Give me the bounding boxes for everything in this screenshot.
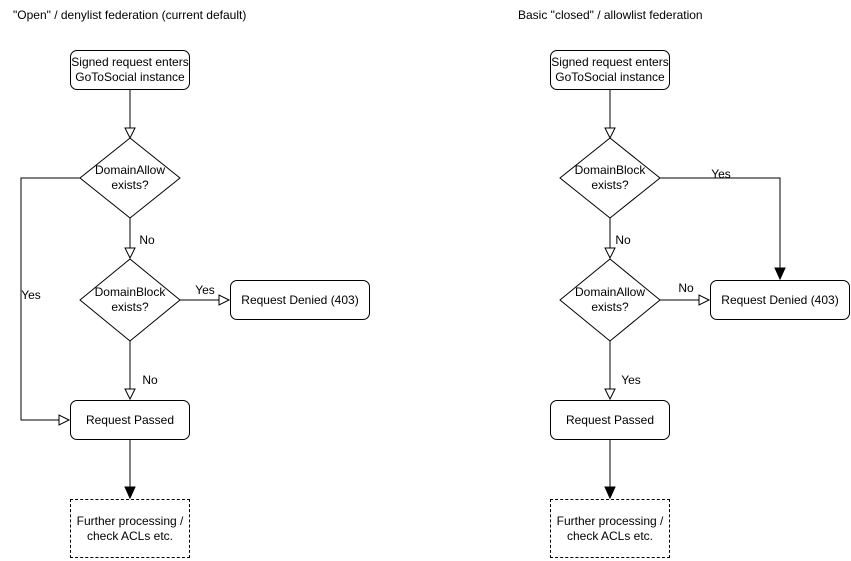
open-start-node: Signed request enters GoToSocial instanc… [70,50,190,90]
open-arrowhead-start-to-domainallow [124,127,136,140]
closed-arrowhead-yes-to-denied [774,267,786,281]
open-further-node: Further processing / check ACLs etc. [70,499,190,558]
closed-decision-domainblock-label: DomainBlock exists? [574,163,646,192]
open-decision-domainblock-label: DomainBlock exists? [94,285,166,314]
closed-label-yes-domainblock: Yes [711,167,731,181]
open-label-yes-domainblock: Yes [195,283,215,297]
closed-edge-yes-to-denied [660,177,781,269]
open-arrowhead-passed-to-further [124,486,136,500]
closed-label-no-domainblock: No [615,233,631,247]
closed-arrowhead-domainblock-to-domainallow [604,247,616,260]
open-label-no-domainallow: No [139,233,155,247]
open-label-yes-domainallow: Yes [21,288,41,302]
closed-label-yes-domainallow: Yes [621,373,641,387]
closed-arrowhead-yes-to-passed [604,388,616,401]
open-decision-domainallow-label: DomainAllow exists? [94,163,166,192]
closed-arrowhead-start-to-domainblock [604,127,616,140]
open-denied-node: Request Denied (403) [230,280,370,320]
closed-further-node: Further processing / check ACLs etc. [550,499,670,558]
closed-denied-node: Request Denied (403) [710,280,850,320]
open-arrowhead-yes-to-passed [58,414,71,426]
open-edge-yes-to-passed [20,177,80,421]
open-label-no-domainblock: No [142,373,158,387]
open-arrowhead-yes-to-denied [218,294,231,306]
open-flow-title: "Open" / denylist federation (current de… [13,8,247,22]
open-arrowhead-no-to-passed [124,388,136,401]
closed-flow-title: Basic "closed" / allowlist federation [518,8,703,22]
closed-passed-node: Request Passed [550,400,670,440]
closed-label-no-domainallow: No [678,281,694,295]
closed-arrowhead-passed-to-further [604,486,616,500]
open-arrowhead-domainallow-to-domainblock [124,247,136,260]
closed-decision-domainallow-label: DomainAllow exists? [574,285,646,314]
closed-arrowhead-no-to-denied [698,294,711,306]
open-passed-node: Request Passed [70,400,190,440]
closed-start-node: Signed request enters GoToSocial instanc… [550,50,670,90]
